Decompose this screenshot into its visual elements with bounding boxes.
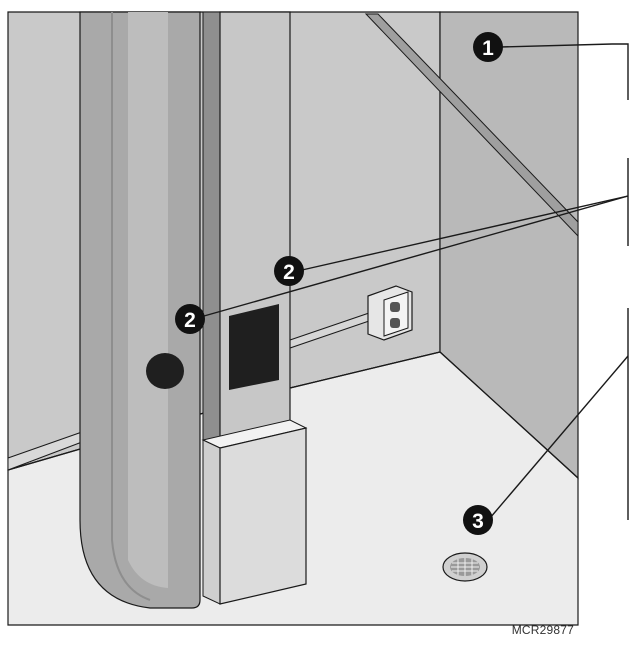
figure-reference-code: MCR29877 <box>511 623 574 637</box>
duct-highlight <box>128 12 168 588</box>
leader-3 <box>489 355 629 519</box>
leader-2b <box>203 195 629 317</box>
diagonal-pipe <box>364 13 579 238</box>
leader-1 <box>499 43 613 48</box>
base-box-front <box>219 427 307 605</box>
callout-3: 3 <box>463 505 493 535</box>
svg-text:1: 1 <box>482 37 494 60</box>
electrical-outlet <box>367 285 413 341</box>
base-box-left <box>202 439 221 605</box>
svg-text:2: 2 <box>184 309 196 332</box>
bracket-1 <box>612 43 629 100</box>
callout-2-upper: 2 <box>274 256 304 286</box>
callout-2-lower: 2 <box>175 304 205 334</box>
duct-hole <box>146 353 184 389</box>
column-front <box>202 11 221 449</box>
floor-drain <box>442 552 488 582</box>
svg-text:2: 2 <box>283 261 295 284</box>
leader-2a <box>301 195 629 271</box>
svg-text:3: 3 <box>472 510 484 533</box>
callout-1: 1 <box>473 32 503 62</box>
column-patch <box>229 304 279 390</box>
